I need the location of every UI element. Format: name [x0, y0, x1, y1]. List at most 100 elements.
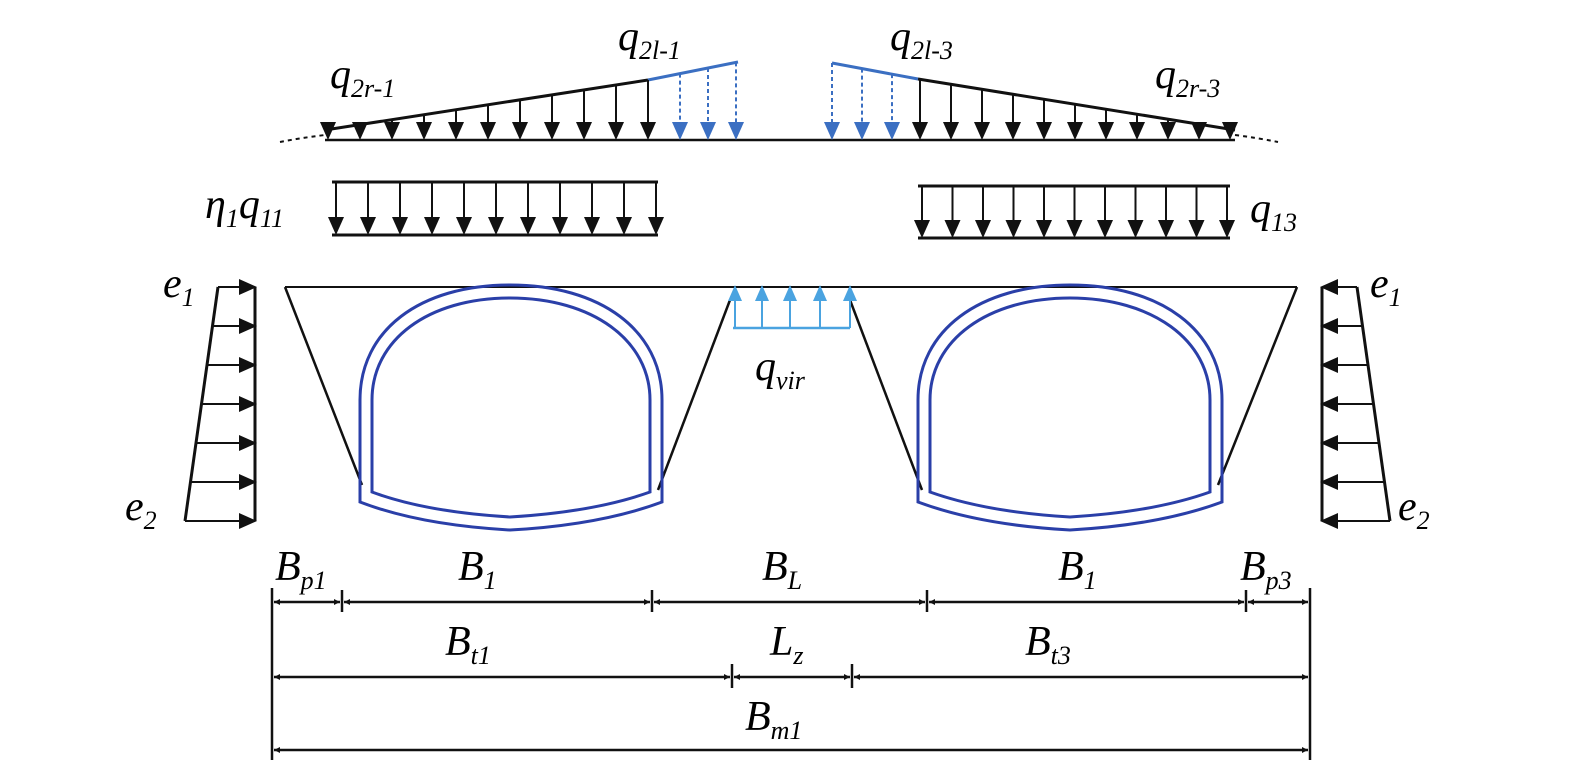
load-arrow-head: [616, 217, 632, 235]
right-lateral-pressure: [1320, 279, 1392, 529]
right-inner-slope: [848, 299, 924, 491]
right-outer-slope: [1216, 286, 1299, 486]
load-arrow-head: [1191, 122, 1207, 140]
load-arrow-head: [424, 217, 440, 235]
left-outer-slope: [283, 286, 364, 486]
right-tunnel: [916, 283, 1224, 532]
label-BL: BL: [762, 544, 802, 595]
label-qvir: qvir: [755, 344, 806, 395]
load-arrow-head: [1219, 220, 1235, 238]
load-arrow-head: [1127, 220, 1144, 238]
load-arrow-head: [448, 122, 464, 140]
load-arrow-head: [1158, 220, 1174, 238]
load-arrow-head: [640, 122, 656, 140]
load-arrow-head: [672, 122, 688, 140]
label-Bt1: Bt1: [445, 619, 491, 670]
right-load-envelope: [917, 77, 1236, 132]
load-arrow-head: [854, 122, 870, 140]
pressure-arrow-head: [1320, 435, 1338, 451]
load-arrow-head: [584, 217, 600, 235]
load-arrow-head: [416, 122, 432, 140]
right-blue-envelope: [831, 61, 919, 81]
load-arrow-head: [1036, 122, 1052, 140]
load-arrow-head: [824, 122, 840, 140]
pressure-arrow-head: [239, 318, 257, 334]
uplift-arrow-head: [843, 285, 857, 301]
load-arrow-head: [320, 122, 336, 140]
pressure-arrow-head: [1320, 318, 1338, 334]
label-B1-right: B1: [1058, 544, 1097, 595]
right-dotted-extension: [1234, 134, 1279, 143]
uplift-arrow-head: [755, 285, 769, 301]
load-arrow-head: [384, 122, 400, 140]
load-arrow-head: [648, 217, 664, 235]
label-e2-left: e2: [125, 484, 157, 535]
pressure-arrow-head: [239, 279, 257, 295]
top-surcharge-load: [279, 60, 1279, 143]
load-arrow-head: [608, 122, 624, 140]
pressure-arrow-head: [1320, 396, 1338, 412]
label-e1-right: e1: [1370, 261, 1402, 312]
load-arrow-head: [512, 122, 528, 140]
load-arrow-head: [943, 122, 959, 140]
label-Bp1: Bp1: [275, 544, 327, 595]
left-lateral-pressure: [183, 279, 257, 529]
label-e1-left: e1: [163, 261, 195, 312]
pressure-arrow-head: [1320, 474, 1338, 490]
label-q13: q13: [1250, 186, 1297, 237]
label-B1-left: B1: [458, 544, 497, 595]
load-arrow-head: [1129, 122, 1145, 140]
load-arrow-head: [1097, 220, 1113, 238]
label-q2l-1: q2l-1: [618, 14, 681, 65]
left-load-envelope: [324, 78, 649, 132]
load-arrow-head: [912, 122, 928, 140]
load-arrow-head: [914, 220, 930, 238]
pressure-arrow-head: [239, 396, 257, 412]
label-q2r-3: q2r-3: [1155, 52, 1220, 103]
pressure-arrow-head: [239, 513, 257, 529]
pressure-arrow-head: [1320, 513, 1338, 529]
load-arrow-head: [974, 122, 990, 140]
label-e2-right: e2: [1398, 484, 1430, 535]
load-arrow-head: [392, 217, 408, 235]
load-arrow-head: [328, 217, 344, 235]
pressure-arrow-head: [239, 474, 257, 490]
load-arrow-head: [1067, 122, 1083, 140]
left-blue-envelope: [647, 60, 739, 82]
load-arrow-head: [1222, 122, 1238, 140]
load-arrow-head: [1066, 220, 1083, 238]
label-Bt3: Bt3: [1025, 619, 1071, 670]
uniform-load-right: [914, 184, 1235, 240]
load-arrow-head: [884, 122, 900, 140]
dimension-lines: [270, 588, 1312, 760]
load-arrow-head: [1005, 220, 1022, 238]
pressure-arrow-head: [1320, 279, 1338, 295]
load-arrow-head: [360, 217, 376, 235]
label-Bm1: Bm1: [745, 694, 802, 745]
left-tunnel: [358, 283, 664, 532]
pressure-arrow-head: [239, 357, 257, 373]
load-arrow-head: [975, 220, 991, 238]
label-eta1-q11: η1q11: [205, 182, 284, 233]
load-arrow-head: [700, 122, 716, 140]
load-arrow-head: [456, 217, 472, 235]
load-arrow-head: [728, 122, 744, 140]
label-q2r-1: q2r-1: [330, 52, 395, 103]
load-arrow-head: [1005, 122, 1021, 140]
pressure-arrow-head: [1320, 357, 1338, 373]
load-arrow-head: [1036, 220, 1052, 238]
uplift-arrow-head: [728, 285, 742, 301]
uniform-load-left: [328, 180, 664, 237]
load-arrow-head: [552, 217, 568, 235]
load-arrow-head: [488, 217, 504, 235]
virtual-uplift-load: [728, 285, 857, 330]
label-Bp3: Bp3: [1240, 544, 1292, 595]
pressure-arrow-head: [239, 435, 257, 451]
load-arrow-head: [576, 122, 592, 140]
left-dotted-extension: [279, 134, 326, 143]
label-q2l-3: q2l-3: [890, 14, 953, 65]
load-arrow-head: [1098, 122, 1114, 140]
uplift-arrow-head: [783, 285, 797, 301]
